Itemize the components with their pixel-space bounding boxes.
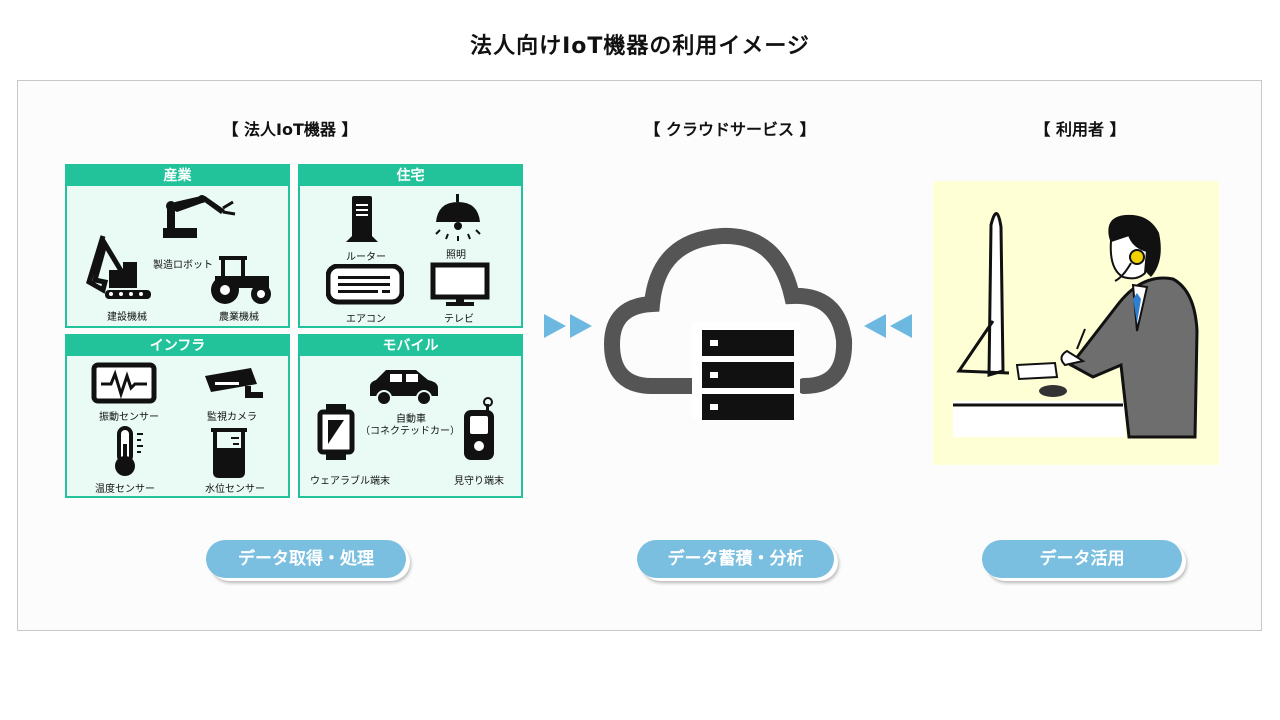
- page-title: 法人向けIoT機器の利用イメージ: [470, 34, 810, 59]
- item-label-aircon: エアコン: [346, 314, 386, 325]
- stage-pill-acquire: データ取得・処理: [206, 540, 406, 578]
- arrow-right-icon: [544, 314, 592, 338]
- section-heading-devices: 【 法人IoT機器 】: [222, 120, 358, 139]
- smartwatch-icon: [317, 404, 355, 460]
- robot-arm-icon: [163, 195, 236, 238]
- operator-illustration: [933, 181, 1219, 465]
- panel-mobile: モバイル 自動車 （コネクテッドカー） ウェアラブル端末 見守り端末: [298, 334, 523, 498]
- panel-infra-title: インフラ: [67, 336, 288, 356]
- watch-device-icon: [464, 397, 494, 460]
- item-label-monitor-device: 見守り端末: [454, 476, 504, 487]
- item-label-temperature: 温度センサー: [95, 484, 155, 495]
- cloud-server-icon: [603, 227, 853, 420]
- car-icon: [370, 370, 438, 406]
- security-camera-icon: [205, 368, 263, 398]
- water-level-icon: [211, 428, 247, 478]
- panel-housing: 住宅 ルーター 照明 エアコン テレビ: [298, 164, 523, 328]
- section-heading-users: 【 利用者 】: [1034, 120, 1126, 139]
- item-label-agriculture: 農業機械: [219, 312, 259, 323]
- item-label-vibration: 振動センサー: [99, 412, 159, 423]
- tv-icon: [430, 262, 490, 306]
- item-label-router: ルーター: [346, 252, 386, 263]
- item-label-construction: 建設機械: [107, 312, 147, 323]
- item-label-camera: 監視カメラ: [207, 412, 257, 423]
- item-label-robot: 製造ロボット: [153, 260, 213, 271]
- arrow-left-icon: [864, 314, 912, 338]
- item-label-water-level: 水位センサー: [205, 484, 265, 495]
- tractor-icon: [211, 256, 271, 304]
- panel-housing-title: 住宅: [300, 166, 521, 186]
- stage-pill-analyze: データ蓄積・分析: [637, 540, 834, 578]
- item-label-tv: テレビ: [444, 314, 474, 325]
- item-label-car: 自動車: [396, 414, 426, 425]
- panel-industry: 産業 製造ロボット 建設機械 農業機械: [65, 164, 290, 328]
- air-conditioner-icon: [326, 264, 404, 305]
- thermometer-icon: [115, 426, 143, 476]
- panel-mobile-title: モバイル: [300, 336, 521, 356]
- item-label-connected-car: （コネクテッドカー）: [360, 426, 460, 437]
- item-label-lighting: 照明: [446, 250, 466, 261]
- section-heading-cloud: 【 クラウドサービス 】: [644, 120, 816, 139]
- vibration-sensor-icon: [91, 362, 157, 404]
- panel-industry-title: 産業: [67, 166, 288, 186]
- router-icon: [346, 196, 378, 242]
- excavator-icon: [86, 235, 151, 299]
- lamp-icon: [435, 194, 481, 241]
- item-label-wearable: ウェアラブル端末: [310, 476, 390, 487]
- panel-infra: インフラ 振動センサー 監視カメラ 温度センサー 水位センサー: [65, 334, 290, 498]
- stage-pill-utilize: データ活用: [982, 540, 1182, 578]
